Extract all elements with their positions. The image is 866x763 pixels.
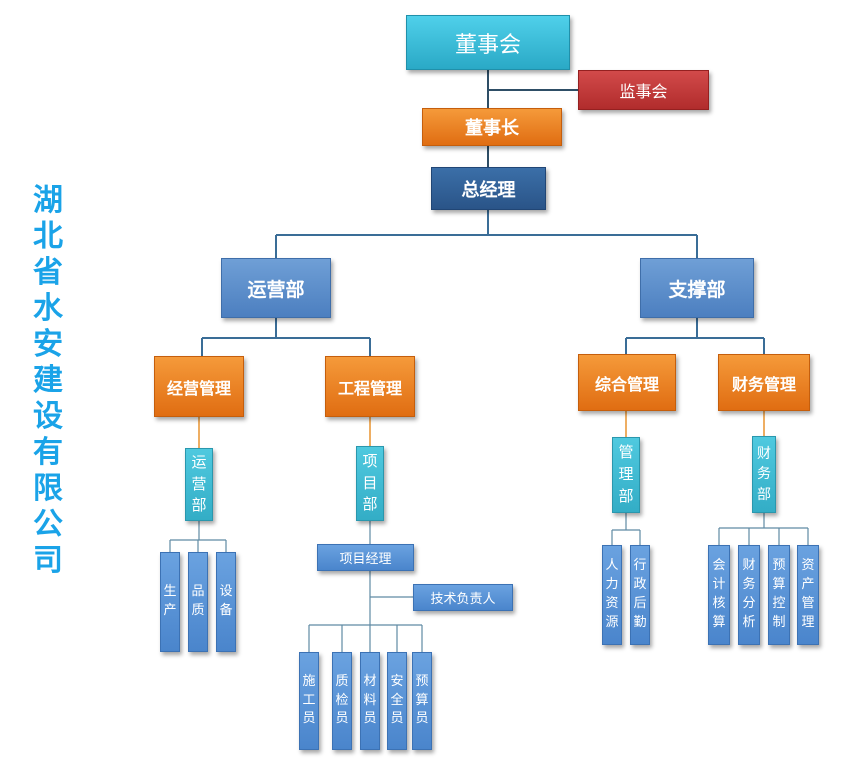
- company-name: 湖北省水安建设有限公司: [33, 183, 63, 578]
- staff-hr: 人力资源: [602, 545, 622, 645]
- staff-safety: 安全员: [387, 652, 407, 750]
- engineering-mgmt-box: 工程管理: [325, 356, 415, 417]
- business-mgmt-box: 经营管理: [154, 356, 244, 417]
- staff-financial-analysis: 财务分析: [738, 545, 760, 645]
- ops-staff-equipment: 设备: [216, 552, 236, 652]
- project-manager-box: 项目经理: [317, 544, 414, 571]
- board-box: 董事会: [406, 15, 570, 70]
- chairman-box: 董事长: [422, 108, 562, 146]
- technical-lead-box: 技术负责人: [413, 584, 513, 611]
- support-dept-box: 支撑部: [640, 258, 754, 318]
- general-manager-box: 总经理: [431, 167, 546, 210]
- staff-quality-inspector: 质检员: [332, 652, 352, 750]
- staff-accounting: 会计核算: [708, 545, 730, 645]
- ops-staff-quality: 品质: [188, 552, 208, 652]
- operations-unit-box: 运营部: [185, 448, 213, 521]
- management-unit-box: 管理部: [612, 437, 640, 513]
- staff-admin-logistics: 行政后勤: [630, 545, 650, 645]
- staff-budget: 预算员: [412, 652, 432, 750]
- finance-unit-box: 财务部: [752, 436, 776, 513]
- supervisory-board-box: 监事会: [578, 70, 709, 110]
- ops-staff-production: 生产: [160, 552, 180, 652]
- finance-mgmt-box: 财务管理: [718, 354, 810, 411]
- staff-construction: 施工员: [299, 652, 319, 750]
- general-mgmt-box: 综合管理: [578, 354, 676, 411]
- operations-dept-box: 运营部: [221, 258, 331, 318]
- staff-budget-control: 预算控制: [768, 545, 790, 645]
- project-unit-box: 项目部: [356, 446, 384, 521]
- staff-asset-management: 资产管理: [797, 545, 819, 645]
- staff-materials: 材料员: [360, 652, 380, 750]
